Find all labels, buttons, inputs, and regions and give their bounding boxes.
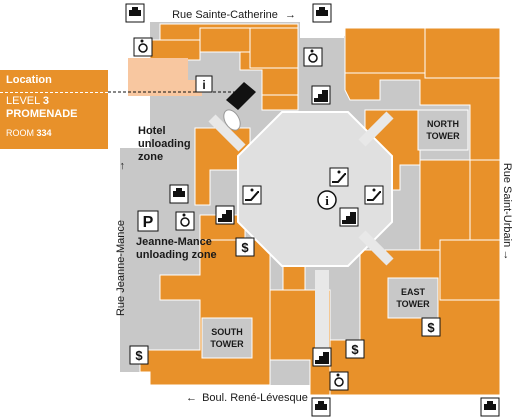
taxi-icon bbox=[125, 3, 145, 23]
money-icon: $ bbox=[345, 339, 365, 359]
location-marker bbox=[226, 82, 256, 110]
svg-text:$: $ bbox=[351, 342, 359, 357]
taxi-icon bbox=[311, 397, 331, 417]
hotel-zone-line-3: zone bbox=[138, 151, 163, 163]
north-tower-block bbox=[417, 109, 469, 151]
jm-zone-line-1: Jeanne-Mance bbox=[136, 236, 212, 248]
south-tower-label-2: TOWER bbox=[210, 339, 244, 349]
money-icon: $ bbox=[129, 345, 149, 365]
location-area: PROMENADE bbox=[6, 108, 78, 120]
hotel-info-icon: i bbox=[202, 78, 205, 92]
taxi-icon bbox=[312, 3, 332, 23]
escalator-icon bbox=[329, 167, 349, 187]
svg-text:$: $ bbox=[241, 240, 249, 255]
info-icon-circle bbox=[317, 190, 337, 210]
escalator-icon bbox=[242, 185, 262, 205]
taxi-icon bbox=[169, 184, 189, 204]
parking-icon: P bbox=[143, 214, 154, 231]
taxi-icon bbox=[480, 397, 500, 417]
street-south-label: Boul. René-Lévesque bbox=[202, 392, 308, 404]
accessible-icon bbox=[329, 371, 349, 391]
store-nw-b bbox=[199, 27, 251, 53]
stairs-icon bbox=[312, 347, 332, 367]
stairs-icon bbox=[339, 207, 359, 227]
location-divider bbox=[0, 92, 108, 93]
info-icon: i bbox=[325, 193, 329, 208]
store-nw-a bbox=[249, 27, 299, 69]
corridor-south bbox=[315, 270, 329, 350]
location-box: Location LEVEL 3 PROMENADE ROOM 334 bbox=[0, 70, 108, 149]
street-gap bbox=[300, 22, 344, 38]
money-icon: $ bbox=[421, 317, 441, 337]
svg-text:$: $ bbox=[427, 320, 435, 335]
accessible-icon bbox=[133, 37, 153, 57]
jm-zone-line-2: unloading zone bbox=[136, 249, 217, 261]
accessible-icon bbox=[175, 211, 195, 231]
store-east-col bbox=[469, 159, 501, 241]
store-ne-a bbox=[344, 27, 426, 74]
money-icon: $ bbox=[235, 237, 255, 257]
location-level: LEVEL 3 bbox=[6, 95, 102, 107]
escalator-icon bbox=[364, 185, 384, 205]
hotel-zone-line-2: unloading bbox=[138, 138, 191, 150]
street-east-label: Rue Saint-Urbain bbox=[501, 163, 513, 247]
east-tower-block bbox=[387, 277, 439, 319]
hotel-oval bbox=[223, 109, 241, 131]
location-title: Location bbox=[6, 74, 52, 86]
street-west-label: Rue Jeanne-Mance bbox=[115, 220, 127, 316]
store-ne-b bbox=[424, 27, 501, 79]
stairs-icon bbox=[311, 85, 331, 105]
north-tower-label-1: NORTH bbox=[427, 119, 459, 129]
hotel-info-icon-box bbox=[195, 75, 213, 93]
svg-text:$: $ bbox=[135, 348, 143, 363]
arrow-right-icon: → bbox=[285, 9, 296, 21]
location-level-word: LEVEL bbox=[6, 95, 40, 107]
store-w-top bbox=[149, 39, 201, 61]
location-room-num: 334 bbox=[36, 128, 52, 138]
stairs-icon bbox=[215, 205, 235, 225]
south-tower-block bbox=[201, 317, 253, 359]
east-tower-label-1: EAST bbox=[401, 287, 426, 297]
corridor-nw bbox=[208, 114, 246, 152]
location-room-word: ROOM bbox=[6, 128, 34, 138]
arrow-up-icon: → bbox=[115, 161, 127, 172]
north-tower-label-2: TOWER bbox=[426, 131, 460, 141]
store-se-a bbox=[439, 239, 501, 301]
store-ring-n bbox=[261, 94, 299, 111]
central-atrium bbox=[237, 111, 393, 267]
highlight-location bbox=[128, 58, 188, 96]
store-blocks bbox=[139, 23, 501, 396]
hotel-zone-line-1: Hotel bbox=[138, 125, 166, 137]
corridor-ne bbox=[358, 111, 394, 147]
location-room: ROOM 334 bbox=[6, 128, 102, 138]
south-tower-label-1: SOUTH bbox=[211, 327, 243, 337]
accessible-icon bbox=[303, 47, 323, 67]
location-level-num: 3 bbox=[42, 95, 50, 107]
arrow-left-icon: ← bbox=[186, 392, 197, 404]
street-north-label: Rue Sainte-Catherine bbox=[172, 9, 278, 21]
corridor-se bbox=[358, 230, 394, 266]
parking-icon-box bbox=[137, 210, 159, 232]
arrow-down-icon: → bbox=[501, 250, 513, 261]
east-tower-label-2: TOWER bbox=[396, 299, 430, 309]
